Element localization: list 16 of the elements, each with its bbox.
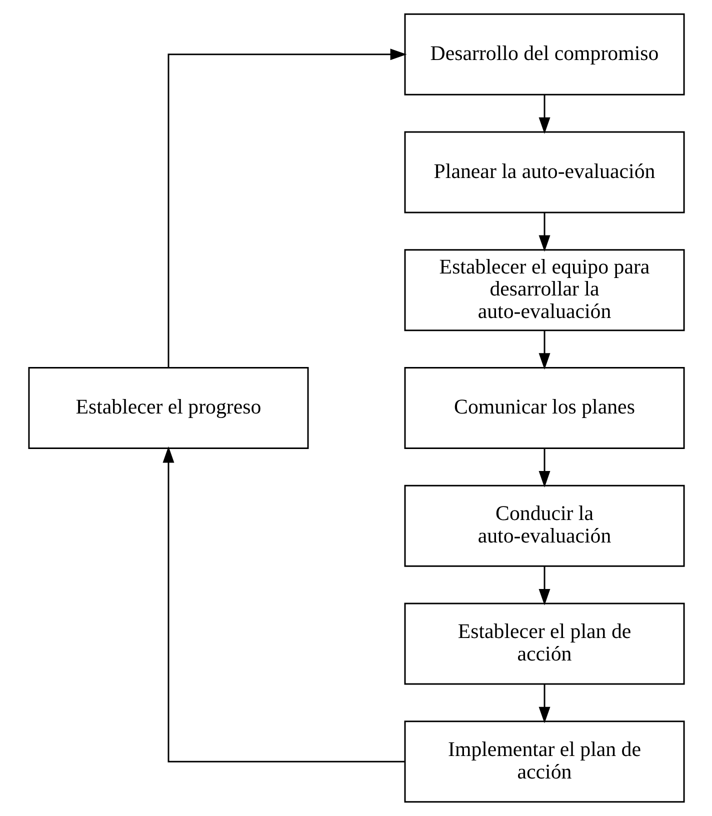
arrow — [162, 446, 404, 762]
arrow — [538, 94, 550, 134]
arrow — [167, 48, 406, 368]
arrow — [538, 212, 550, 252]
node-box: Establecer el progreso — [28, 366, 308, 450]
node-box: Planear la auto-evaluación — [404, 131, 684, 214]
node-box: Desarrollo del compromiso — [404, 13, 684, 96]
node-box: Establecer el equipo para desarrollar la auto-evaluación — [404, 249, 684, 332]
node-box: Comunicar los planes — [404, 366, 684, 450]
arrow — [538, 684, 550, 724]
arrow — [538, 566, 550, 606]
node-box: Conducir la auto-evaluación — [404, 484, 684, 567]
arrow — [538, 330, 550, 370]
node-box: Implementar el plan de acción — [404, 720, 684, 803]
arrow — [538, 448, 550, 488]
node-box: Establecer el plan de acción — [404, 602, 684, 685]
